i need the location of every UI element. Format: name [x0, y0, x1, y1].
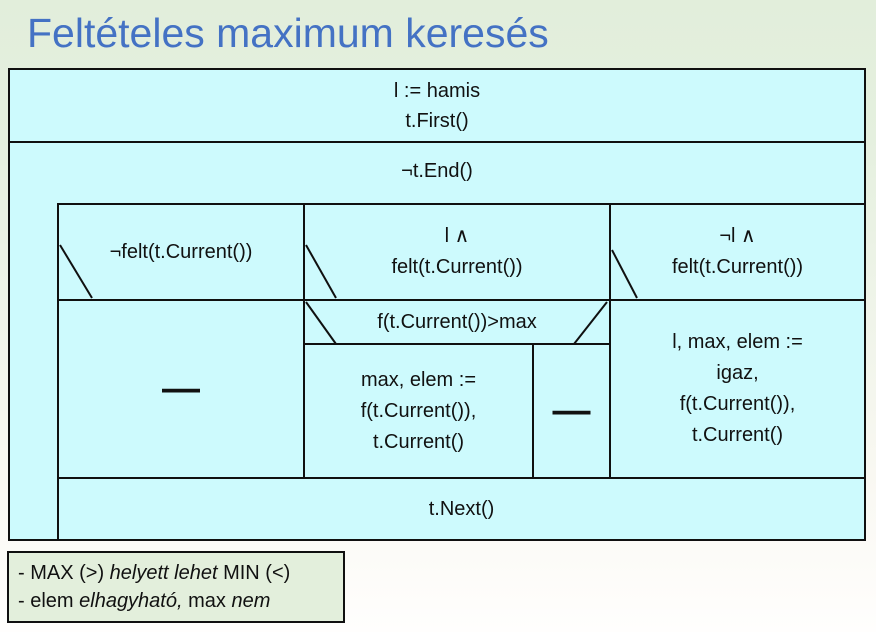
skip-statement: —	[552, 390, 591, 432]
structogram: l := hamis t.First() ¬t.End() ¬felt(t.Cu…	[8, 68, 866, 541]
branch1-condition-cell: ¬felt(t.Current())	[59, 205, 305, 299]
case-diagonal-mark	[59, 244, 93, 299]
branch3-condition-line1: ¬l ∧	[719, 225, 756, 247]
skip-statement: —	[162, 368, 200, 410]
branch-condition-row: ¬felt(t.Current()) l ∧ felt(t.Current())…	[59, 205, 864, 301]
branch-body-row: — f(t.Current())>max max, elem := f(t.Cu…	[59, 301, 864, 477]
note-box: - MAX (>) helyett lehet MIN (<) - elem e…	[7, 551, 345, 623]
if-diagonal-right	[573, 301, 608, 345]
init-statement-1: l := hamis	[393, 79, 481, 102]
note-line-2: - elem elhagyható, max nem	[18, 587, 343, 615]
slide-title: Feltételes maximum keresés	[27, 9, 549, 56]
nested-condition-text: f(t.Current())>max	[377, 310, 537, 333]
note-text: - elem	[18, 590, 80, 612]
note-line-1: - MAX (>) helyett lehet MIN (<)	[18, 559, 343, 587]
nested-true-line3: t.Current()	[372, 430, 465, 453]
note-text-italic: helyett lehet	[109, 562, 218, 584]
nested-true-line1: max, elem :=	[360, 368, 477, 391]
note-text: max	[182, 590, 232, 612]
note-text-italic: elhagyható,	[79, 590, 183, 612]
if-diagonal-left	[305, 301, 337, 345]
init-statement-2: t.First()	[405, 109, 469, 132]
case-diagonal-mark	[305, 244, 337, 299]
branch3-condition-line2: felt(t.Current())	[671, 256, 804, 278]
branch3-body-line1: l, max, elem :=	[672, 331, 803, 353]
branch3-body-cell: l, max, elem := igaz, f(t.Current()), t.…	[611, 301, 864, 477]
nested-condition-cell: f(t.Current())>max	[305, 301, 609, 345]
note-text: MIN (<)	[217, 562, 291, 584]
loop-condition-text: ¬t.End()	[401, 160, 473, 182]
branch2-body-cell: f(t.Current())>max max, elem := f(t.Curr…	[305, 301, 611, 477]
branch3-body-line3: f(t.Current()),	[679, 393, 796, 415]
nested-false-cell: —	[534, 345, 609, 477]
nested-true-line2: f(t.Current()),	[360, 399, 477, 422]
case-diagonal-mark	[611, 249, 638, 299]
nested-true-cell: max, elem := f(t.Current()), t.Current()	[305, 345, 534, 477]
loop-body: ¬felt(t.Current()) l ∧ felt(t.Current())…	[57, 203, 864, 539]
branch2-condition-line2: felt(t.Current())	[391, 256, 523, 278]
branch3-body-line4: t.Current()	[691, 424, 784, 446]
loop-condition-block: ¬t.End()	[10, 143, 864, 200]
note-text-italic: nem	[231, 590, 271, 612]
next-statement-text: t.Next()	[428, 497, 495, 520]
branch3-body-line2: igaz,	[716, 362, 759, 384]
branch1-body-cell: —	[59, 301, 305, 477]
nested-body-row: max, elem := f(t.Current()), t.Current()…	[305, 345, 609, 477]
next-statement-block: t.Next()	[59, 477, 864, 539]
branch2-condition-cell: l ∧ felt(t.Current())	[305, 205, 611, 299]
branch3-condition-cell: ¬l ∧ felt(t.Current())	[611, 205, 864, 299]
init-block: l := hamis t.First()	[10, 70, 864, 143]
branch2-condition-line1: l ∧	[444, 225, 470, 247]
note-text: - MAX (>)	[18, 562, 110, 584]
branch1-condition-text: ¬felt(t.Current())	[109, 240, 253, 263]
